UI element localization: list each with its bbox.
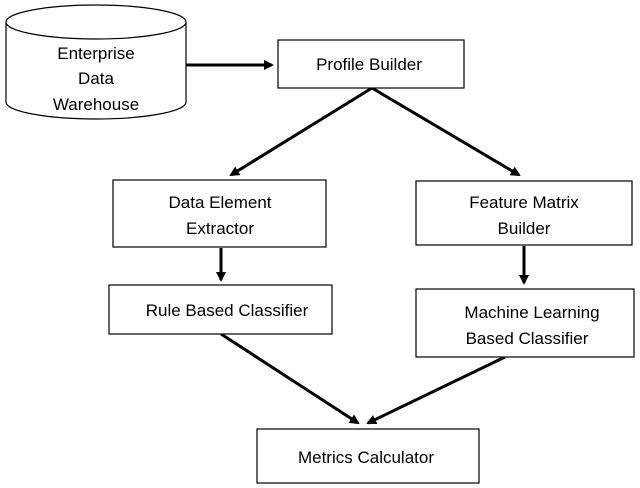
edges — [186, 60, 529, 425]
profile-builder-label: Profile Builder — [316, 55, 422, 74]
node-rule-based-classifier: Rule Based Classifier — [108, 284, 333, 335]
metrics-calculator-label: Metrics Calculator — [298, 448, 434, 467]
rule-based-classifier-label: Rule Based Classifier — [146, 301, 309, 320]
node-data-element-extractor: Data Element Extractor — [112, 179, 327, 248]
data-element-extractor-label-line-2: Extractor — [186, 219, 254, 238]
profile-builder-box — [277, 39, 465, 89]
ml-based-classifier-label-line-2: Based Classifier — [466, 329, 589, 348]
edge-profile-builder-to-feature-matrix-builder — [371, 86, 521, 177]
edge-rule-based-classifier-to-metrics-calculator — [220, 332, 360, 425]
edge-ml-based-classifier-to-metrics-calculator — [366, 355, 506, 425]
metrics-calculator-box — [256, 428, 480, 484]
database-cylinder-top — [5, 4, 187, 40]
rule-based-classifier-box — [108, 284, 333, 335]
edge-profile-builder-to-data-element-extractor — [229, 86, 373, 177]
node-metrics-calculator: Metrics Calculator — [256, 428, 480, 484]
feature-matrix-builder-label-line-1: Feature Matrix — [469, 193, 579, 212]
feature-matrix-builder-box — [415, 180, 633, 246]
ml-based-classifier-box — [415, 288, 635, 358]
feature-matrix-builder-label-line-2: Builder — [498, 219, 551, 238]
node-ml-based-classifier: Machine Learning Based Classifier — [415, 288, 635, 358]
warehouse-label-line-2: Data — [78, 69, 114, 88]
node-profile-builder: Profile Builder — [277, 39, 465, 89]
warehouse-label-line-3: Warehouse — [53, 95, 139, 114]
data-element-extractor-label-line-1: Data Element — [169, 193, 272, 212]
node-feature-matrix-builder: Feature Matrix Builder — [415, 180, 633, 246]
data-element-extractor-box — [112, 179, 327, 248]
node-enterprise-data-warehouse: Enterprise Data Warehouse — [5, 4, 187, 120]
database-cylinder-body — [5, 22, 187, 120]
warehouse-label-line-1: Enterprise — [57, 44, 134, 63]
ml-based-classifier-label-line-1: Machine Learning — [464, 303, 599, 322]
